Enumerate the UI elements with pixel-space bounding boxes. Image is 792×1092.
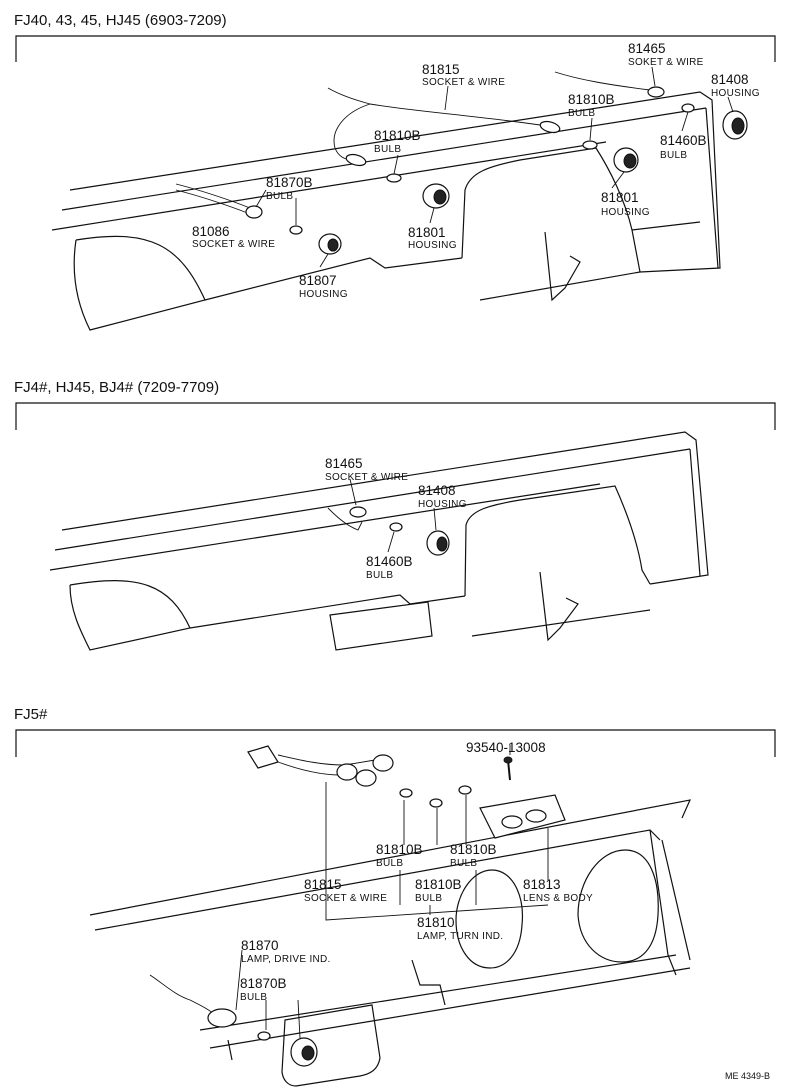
part-number: 81810B — [450, 842, 497, 857]
section-3-bracket — [15, 729, 776, 757]
part-desc: BULB — [376, 858, 403, 869]
part-number: 81810B — [374, 128, 421, 143]
bulb-81810b-a — [582, 140, 598, 150]
lens-body-81813 — [479, 794, 566, 839]
part-desc: SOCKET & WIRE — [192, 239, 275, 250]
part-desc: BULB — [266, 191, 293, 202]
part-number: 81807 — [299, 273, 337, 288]
wire-81815 — [327, 87, 541, 126]
part-desc: LAMP, TURN IND. — [417, 931, 503, 942]
part-number: 81813 — [523, 877, 561, 892]
section-2-bracket — [15, 402, 776, 430]
part-desc: SOCKET & WIRE — [304, 893, 387, 904]
section-2-labels: 81465 SOCKET & WIRE 81408 HOUSING 81460B… — [325, 456, 467, 581]
section-2-parts — [327, 478, 450, 556]
part-desc: HOUSING — [418, 499, 467, 510]
part-desc: BULB — [415, 893, 442, 904]
part-desc: SOKET & WIRE — [628, 57, 704, 68]
part-number: 81460B — [366, 554, 413, 569]
section-3-parts — [149, 745, 566, 1067]
part-number: 81408 — [418, 483, 456, 498]
bulb-81810b-s3-a — [399, 788, 413, 798]
section-2: FJ4#, HJ45, BJ4# (7209-7709) 81465 — [14, 379, 776, 651]
part-desc: BULB — [366, 570, 393, 581]
part-number: 81801 — [601, 190, 639, 205]
bulb-81810b-s3-c — [458, 785, 472, 795]
part-number: 81815 — [304, 877, 342, 892]
dashboard-panel-3 — [89, 799, 692, 1087]
part-desc: BULB — [240, 992, 267, 1003]
part-desc: BULB — [374, 144, 401, 155]
dashboard-panel-1 — [51, 91, 721, 331]
bulb-81460b — [681, 103, 695, 113]
part-number: 81870B — [240, 976, 287, 991]
section-1-parts — [175, 66, 748, 268]
bulb-81870b-s3 — [257, 1031, 271, 1041]
part-number: 81460B — [660, 133, 707, 148]
part-desc: HOUSING — [408, 240, 457, 251]
part-number: 81465 — [325, 456, 363, 471]
part-desc: LAMP, DRIVE IND. — [241, 954, 331, 965]
part-desc: BULB — [568, 108, 595, 119]
section-1-labels: 81815 SOCKET & WIRE 81465 SOKET & WIRE 8… — [192, 41, 760, 300]
part-desc: BULB — [450, 858, 477, 869]
bulb-81810b-b — [386, 173, 402, 183]
part-desc: HOUSING — [299, 289, 348, 300]
section-1: FJ40, 43, 45, HJ45 (6903-7209) — [14, 12, 776, 331]
part-number: 81870B — [266, 175, 313, 190]
section-3: FJ5# — [14, 706, 776, 1087]
part-number: 81870 — [241, 938, 279, 953]
bulb-81870b-a — [289, 225, 303, 235]
section-3-header: FJ5# — [14, 706, 48, 723]
bulb-81460b-s2 — [389, 522, 403, 532]
part-number: 81810 — [417, 915, 455, 930]
connector-81815 — [247, 745, 279, 769]
section-1-bracket — [15, 35, 776, 62]
section-2-header: FJ4#, HJ45, BJ4# (7209-7709) — [14, 379, 219, 396]
part-number: 81810B — [415, 877, 462, 892]
section-3-labels: 93540-13008 81810B BULB 81810B BULB 8181… — [240, 740, 593, 1003]
part-number: 81465 — [628, 41, 666, 56]
bulb-81810b-s3-b — [429, 798, 443, 808]
part-desc: HOUSING — [601, 207, 650, 218]
dashboard-panel-2 — [49, 431, 709, 651]
part-number: 81810B — [376, 842, 423, 857]
part-desc: LENS & BODY — [523, 893, 593, 904]
part-desc: BULB — [660, 150, 687, 161]
section-1-header: FJ40, 43, 45, HJ45 (6903-7209) — [14, 12, 227, 29]
part-desc: SOCKET & WIRE — [422, 77, 505, 88]
part-desc: HOUSING — [711, 88, 760, 99]
part-number: 81810B — [568, 92, 615, 107]
part-desc: SOCKET & WIRE — [325, 472, 408, 483]
part-number: 81408 — [711, 72, 749, 87]
drawing-code: ME 4349-B — [725, 1071, 770, 1081]
part-number: 81086 — [192, 224, 230, 239]
part-number: 81815 — [422, 62, 460, 77]
part-number: 93540-13008 — [466, 740, 546, 755]
part-number: 81801 — [408, 225, 446, 240]
lamp-81870 — [207, 1008, 237, 1028]
